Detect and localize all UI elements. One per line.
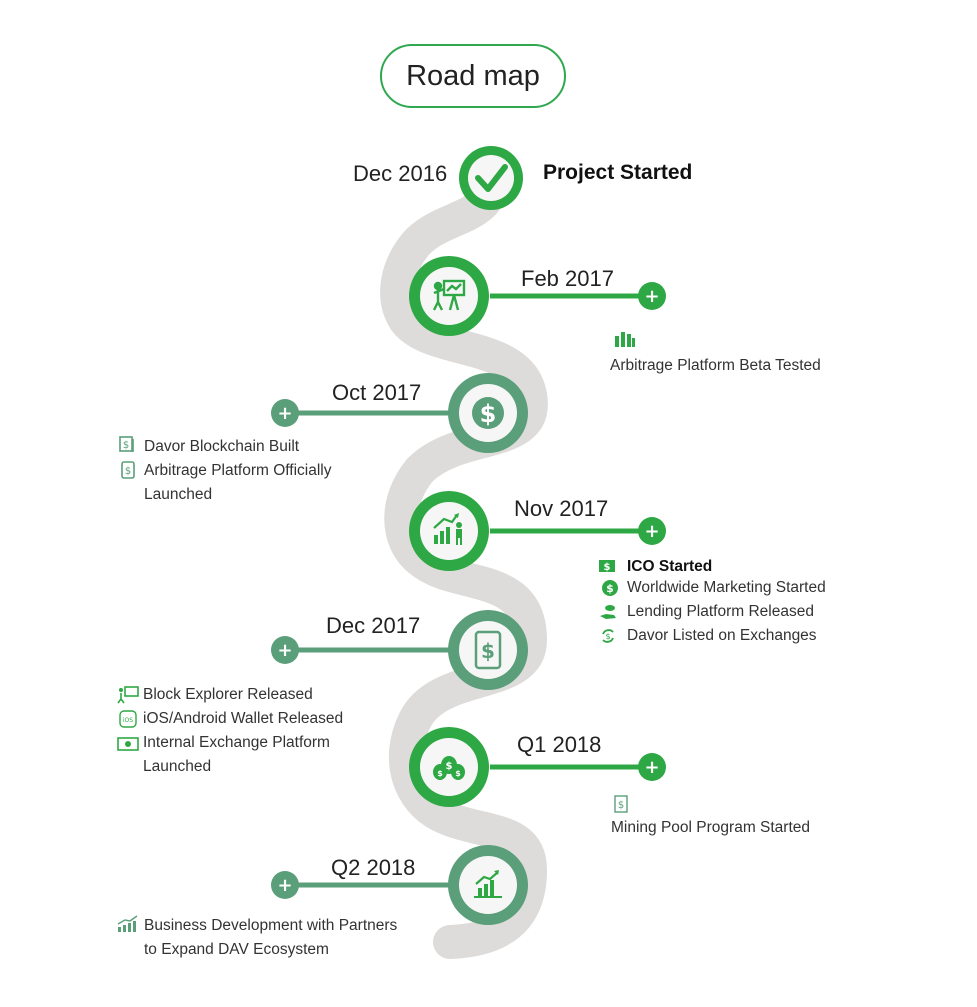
- svg-text:+: +: [644, 757, 659, 778]
- item-nov-2017-1: ICO Started: [627, 558, 713, 575]
- svg-text:$: $: [604, 562, 611, 573]
- plus-button-dec-2017: +: [271, 636, 299, 664]
- item-nov-2017-3: Lending Platform Released: [627, 603, 814, 620]
- item-oct-2017-2: Arbitrage Platform Officially: [144, 462, 332, 479]
- item-dec-2017-3: Internal Exchange Platform: [143, 734, 330, 751]
- svg-text:+: +: [277, 640, 292, 661]
- svg-text:$: $: [455, 769, 461, 778]
- growth-bars-icon: [117, 915, 138, 932]
- presentation-small-icon: [117, 686, 139, 704]
- presentation-icon: [432, 279, 466, 311]
- bar-chart-icon: [474, 870, 502, 898]
- plus-button-feb-2017: +: [638, 282, 666, 310]
- svg-text:$: $: [446, 761, 453, 772]
- item-nov-2017-4: Davor Listed on Exchanges: [627, 627, 817, 644]
- svg-text:$: $: [125, 466, 131, 477]
- road-track: [380, 163, 548, 959]
- item-oct-2017-3: Launched: [144, 486, 213, 503]
- plus-button-q2-2018: +: [271, 871, 299, 899]
- item-dec-2017-1: Block Explorer Released: [143, 686, 313, 703]
- item-q1-2018-1: Mining Pool Program Started: [611, 819, 811, 836]
- date-dec-2017: Dec 2017: [326, 613, 421, 638]
- date-nov-2017: Nov 2017: [514, 496, 609, 521]
- milestone-node-oct-2017: $: [448, 373, 528, 453]
- plus-button-nov-2017: +: [638, 517, 666, 545]
- banknote-icon: [117, 737, 139, 751]
- date-oct-2017: Oct 2017: [332, 380, 422, 405]
- item-oct-2017-1: Davor Blockchain Built: [144, 438, 300, 455]
- svg-text:+: +: [277, 403, 292, 424]
- svg-text:+: +: [644, 286, 659, 307]
- milestone-node-q2-2018: [448, 845, 528, 925]
- milestone-node-dec-2017: $: [448, 610, 528, 690]
- hand-coins-icon: [600, 605, 616, 619]
- item-q2-2018-1: Business Development with Partners: [144, 917, 398, 934]
- svg-text:+: +: [644, 521, 659, 542]
- milestone-node-dec-2016: [459, 146, 523, 210]
- cash-icon: $: [599, 560, 615, 573]
- check-icon: [475, 164, 508, 192]
- svg-text:+: +: [277, 875, 292, 896]
- mobile-dollar-icon: $: [474, 630, 502, 670]
- svg-text:$: $: [481, 639, 495, 663]
- item-feb-2017-1: Arbitrage Platform Beta Tested: [610, 357, 821, 374]
- ios-icon: iOS: [119, 710, 137, 728]
- chart-bars-icon: [615, 332, 635, 347]
- svg-text:$: $: [606, 582, 614, 595]
- mobile-dollar-small-icon: $: [121, 461, 135, 479]
- money-stack-icon: $: [119, 436, 134, 452]
- page-title: Road map: [380, 44, 566, 108]
- svg-text:$: $: [618, 800, 624, 811]
- svg-text:$: $: [480, 400, 497, 428]
- milestone-node-nov-2017: [409, 491, 489, 571]
- growth-chart-person-icon: [433, 513, 462, 545]
- exchange-icon: $: [602, 629, 614, 643]
- svg-text:$: $: [605, 632, 610, 641]
- connector-lines: [285, 293, 650, 888]
- milestone-node-q1-2018: $ $ $: [409, 727, 489, 807]
- item-q2-2018-2: to Expand DAV Ecosystem: [144, 941, 329, 958]
- date-q1-2018: Q1 2018: [517, 732, 602, 757]
- item-dec-2017-2: iOS/Android Wallet Released: [143, 710, 344, 727]
- dollar-globe-icon: $: [472, 397, 504, 429]
- date-feb-2017: Feb 2017: [521, 266, 614, 291]
- milestone-node-feb-2017: [409, 256, 489, 336]
- headline-project-started: Project Started: [543, 161, 693, 184]
- date-q2-2018: Q2 2018: [331, 855, 416, 880]
- globe-icon: $: [602, 580, 618, 596]
- date-dec-2016: Dec 2016: [353, 161, 448, 186]
- svg-text:iOS: iOS: [123, 717, 133, 724]
- svg-text:$: $: [123, 440, 129, 451]
- item-nov-2017-2: Worldwide Marketing Started: [627, 579, 826, 596]
- document-dollar-icon: $: [614, 795, 628, 813]
- plus-button-oct-2017: +: [271, 399, 299, 427]
- plus-button-q1-2018: +: [638, 753, 666, 781]
- money-bags-icon: $ $ $: [433, 756, 465, 780]
- svg-text:$: $: [437, 769, 443, 778]
- item-dec-2017-4: Launched: [143, 758, 212, 775]
